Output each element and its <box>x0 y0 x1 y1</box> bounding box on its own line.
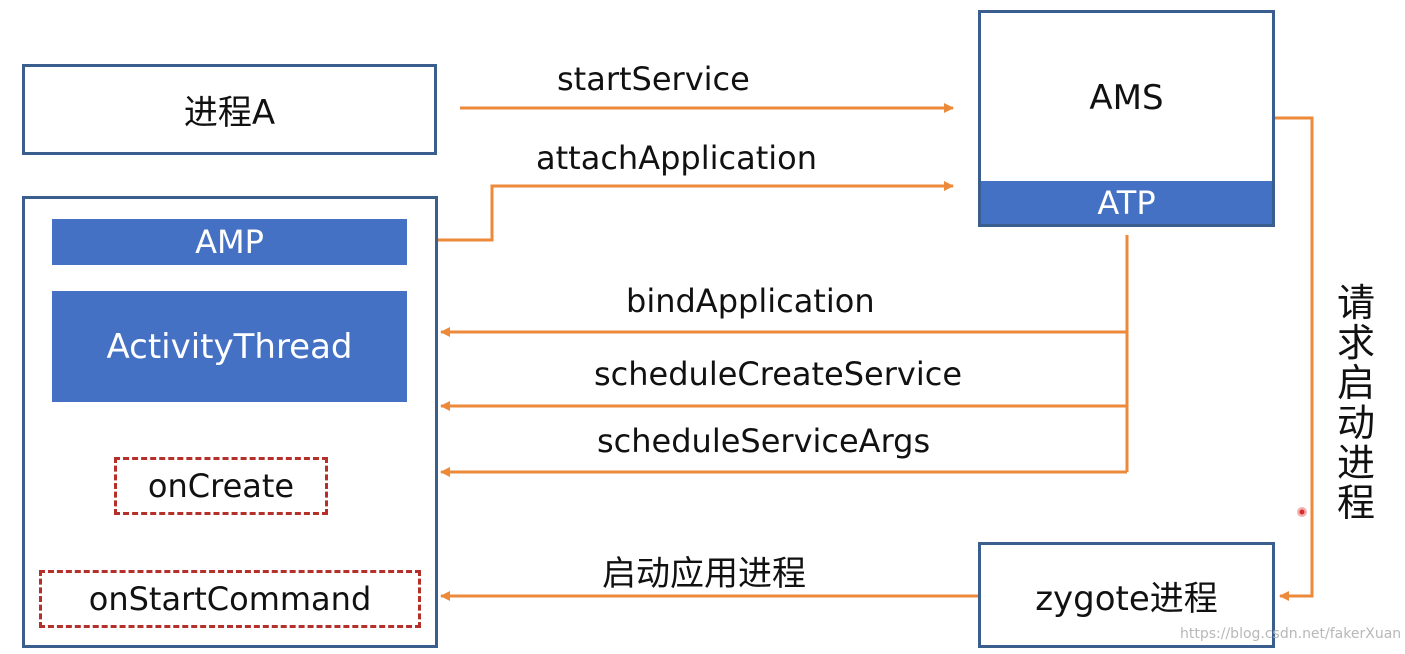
on-start-command-label: onStartCommand <box>88 580 372 618</box>
schedule-service-args-label: scheduleServiceArgs <box>597 422 931 460</box>
start-app-process-label: 启动应用进程 <box>602 554 806 594</box>
zygote-label: zygote进程 <box>1035 578 1218 619</box>
watermark: https://blog.csdn.net/fakerXuan <box>1180 626 1402 642</box>
schedule-create-service-label: scheduleCreateService <box>594 355 962 393</box>
process-a-label: 进程A <box>183 93 276 133</box>
request-start-process-label: 请求启动进程 <box>1336 281 1375 525</box>
on-create-box: onCreate <box>114 457 328 515</box>
zygote-box: zygote进程 <box>978 542 1275 648</box>
arrow-attach-application <box>438 181 954 242</box>
on-create-label: onCreate <box>147 467 295 505</box>
process-a-box: 进程A <box>22 64 437 155</box>
activity-thread-label: ActivityThread <box>106 326 353 367</box>
atp-bar: ATP <box>981 181 1272 224</box>
ams-label: AMS <box>1089 78 1164 118</box>
ams-box: AMS ATP <box>978 10 1275 227</box>
amp-label: AMP <box>195 223 264 261</box>
amp-bar: AMP <box>52 219 407 265</box>
on-start-command-box: onStartCommand <box>39 570 421 628</box>
arrow-request-start-process <box>1274 116 1314 601</box>
bind-application-label: bindApplication <box>626 282 875 320</box>
atp-label: ATP <box>1097 183 1156 222</box>
attach-application-label: attachApplication <box>536 139 817 177</box>
ams-title-area: AMS <box>981 13 1272 183</box>
start-service-label: startService <box>557 60 750 98</box>
activity-thread-box: ActivityThread <box>52 291 407 402</box>
